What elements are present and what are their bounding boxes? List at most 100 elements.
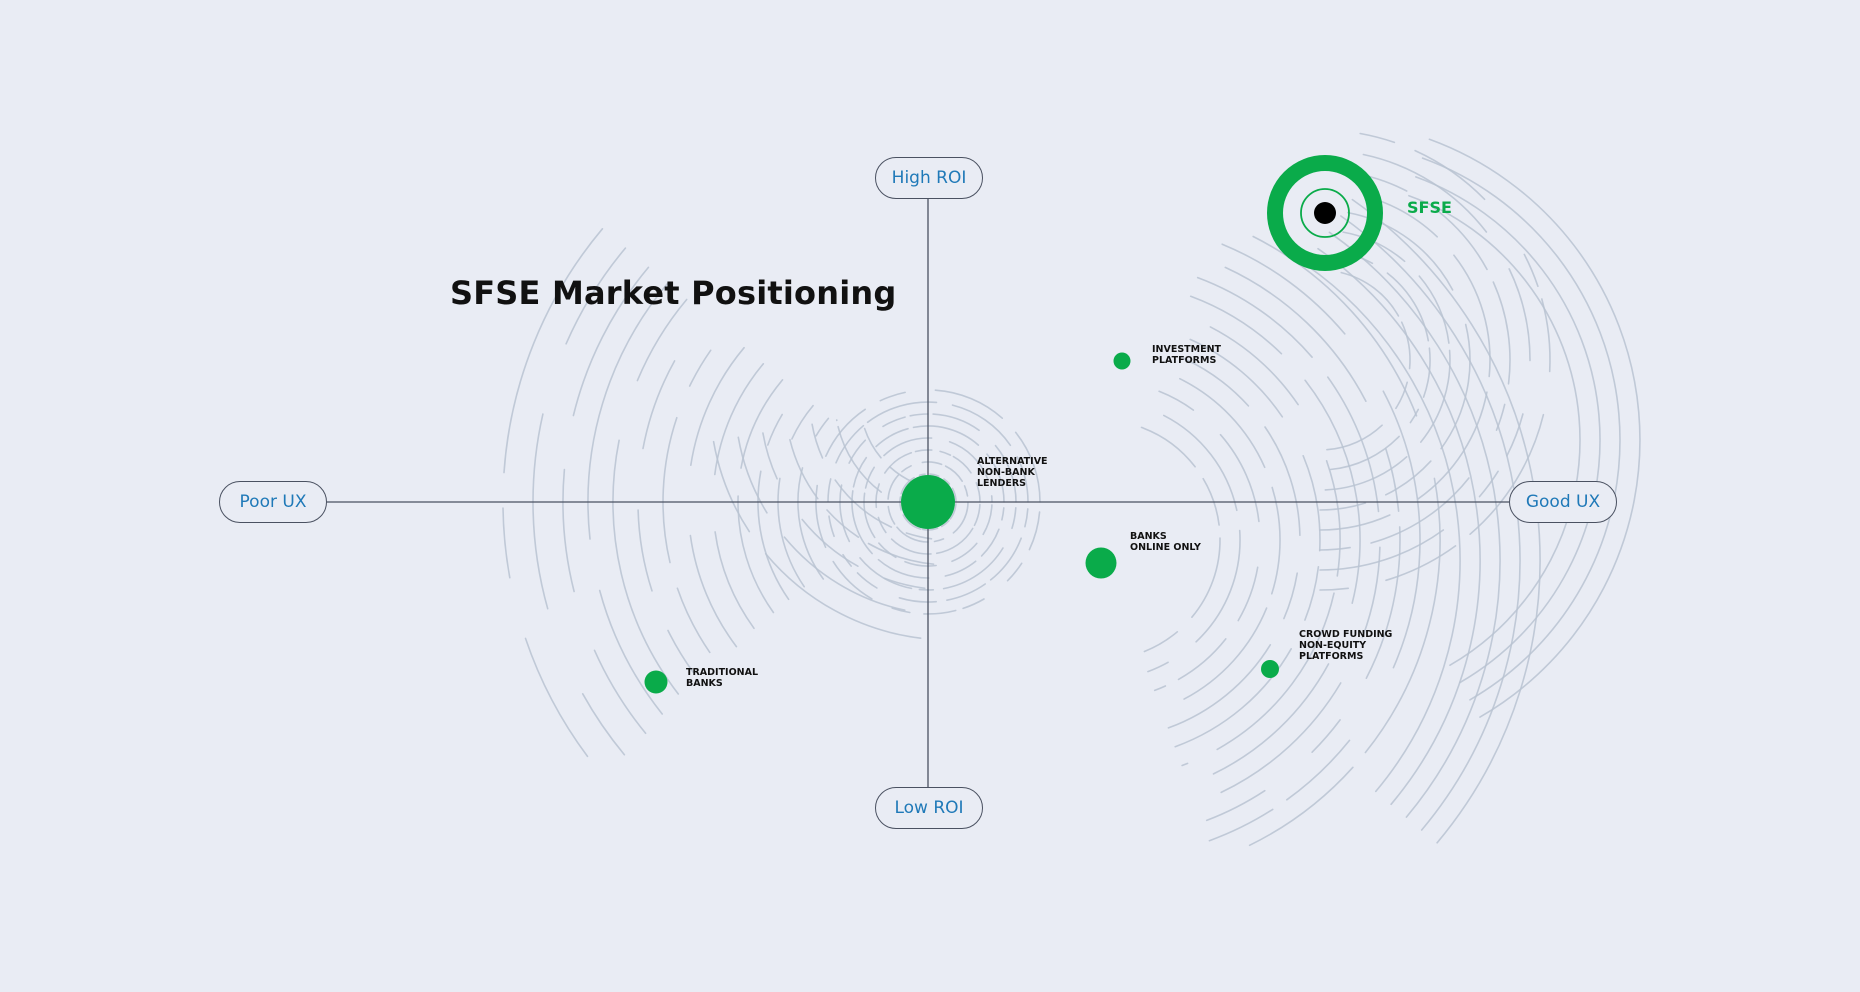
axis-label-good-ux: Good UX [1509, 481, 1617, 523]
ripple-arc [891, 607, 911, 614]
ripple-arc [899, 496, 902, 511]
label-line: INVESTMENT [1152, 344, 1222, 355]
ripple-arc [1408, 194, 1581, 666]
ripple-arc [737, 495, 775, 614]
ripple-arc [1370, 477, 1470, 544]
ripple-arc [1523, 253, 1539, 288]
ripple-arc [662, 416, 678, 564]
ripple-arc [851, 490, 873, 555]
ripple-arc [1163, 414, 1238, 512]
ripple-arc [1342, 231, 1406, 263]
ripple-arc [896, 526, 929, 543]
ripple-arc [587, 282, 669, 540]
ripple-arc [867, 542, 935, 565]
ripple-arc [1395, 381, 1408, 410]
ripple-arc [951, 404, 1012, 447]
ripple-arc [1324, 456, 1408, 491]
segment-dots [644, 352, 1279, 694]
ripple-arc [1167, 644, 1272, 729]
ripple-arc [767, 413, 783, 446]
ripple-arc [612, 439, 680, 695]
ripple-arc [642, 360, 676, 450]
ripple-arc [1351, 198, 1541, 844]
ripple-arc [801, 518, 859, 567]
ripple-arc [877, 516, 887, 534]
ripple-arc [1311, 719, 1341, 753]
ripple-arc [690, 346, 745, 466]
ripple-arc [909, 413, 929, 417]
ripple-arc [962, 598, 985, 610]
segment-dot-crowdfunding [1261, 660, 1279, 678]
ripple-arc [1495, 403, 1506, 431]
ripple-arc [1415, 176, 1601, 684]
ripple-arc [1362, 153, 1488, 233]
ripple-arc [1014, 431, 1041, 503]
ripple-arc [1209, 326, 1299, 406]
label-line: ALTERNATIVE [977, 456, 1048, 467]
ripple-arc [1221, 243, 1346, 335]
ripple-arc [1409, 408, 1420, 424]
ripple-arc [764, 552, 922, 639]
ripple-arc [835, 424, 865, 464]
ripple-arc [1006, 562, 1023, 582]
ripple-arc [1418, 275, 1450, 344]
ripple-arc [943, 478, 951, 485]
ripple-arc [900, 476, 915, 495]
ripple-arc [856, 572, 878, 589]
ripple-arc [921, 461, 943, 466]
ripple-arc [940, 519, 950, 528]
ripple-arc [1365, 526, 1401, 679]
ripple-arc [737, 436, 768, 514]
ripple-arc [898, 597, 937, 603]
ripple-arc [1183, 357, 1250, 407]
ripple-arc [598, 589, 663, 715]
ripple-arc [636, 298, 688, 382]
ripple-arc [1386, 272, 1430, 342]
ripple-arc [1153, 685, 1167, 692]
ripple-arc [994, 444, 1017, 503]
ripple-arc [935, 527, 974, 555]
axis-label-low-roi: Low ROI [875, 787, 983, 829]
ripple-arc [1400, 321, 1411, 370]
label-line: TRADITIONAL [686, 667, 759, 678]
ripple-arc [878, 542, 897, 559]
ripple-arc [951, 542, 978, 563]
ripple-arc [1414, 149, 1486, 201]
ripple-arc [922, 527, 939, 531]
ripple-arc [815, 484, 827, 549]
ripple-arc [502, 507, 511, 579]
ripple-arc [1385, 448, 1400, 512]
ripple-arc [757, 470, 790, 601]
ripple-arc [1364, 477, 1441, 754]
ripple-arc [1011, 507, 1017, 530]
ripple-arc [1432, 206, 1488, 271]
ripple-arc [863, 492, 876, 539]
ripple-arc [1252, 235, 1418, 417]
ripple-arc [825, 408, 866, 457]
target-inner-ring [1300, 188, 1350, 238]
ripple-arc [1302, 455, 1321, 552]
ripple-arc [1016, 456, 1029, 503]
ripple-arc [884, 452, 913, 474]
ripple-arc [973, 503, 981, 527]
label-line: NON-BANK [977, 467, 1035, 478]
ripple-arc [1179, 377, 1266, 469]
ripple-arc [689, 534, 738, 648]
ripple-arc [887, 505, 896, 525]
ripple-arc [832, 560, 873, 600]
ripple-arc [883, 577, 926, 590]
axis-label-high-roi: High ROI [875, 157, 983, 199]
ripple-arc [1469, 413, 1545, 535]
ripple-arc [989, 537, 1022, 581]
ripple-arc [1319, 502, 1367, 511]
ripple-arc [1216, 592, 1335, 751]
ripple-arc [848, 439, 867, 464]
ripple-arc [714, 531, 755, 630]
ripple-arc [1202, 477, 1220, 526]
ripple-arc [1428, 138, 1641, 718]
ripple-arc [912, 425, 980, 446]
sfse-label: SFSE [1407, 198, 1452, 217]
ripple-arc [532, 413, 549, 610]
ripple-arc [933, 538, 945, 543]
ripple-arc [1319, 587, 1349, 591]
